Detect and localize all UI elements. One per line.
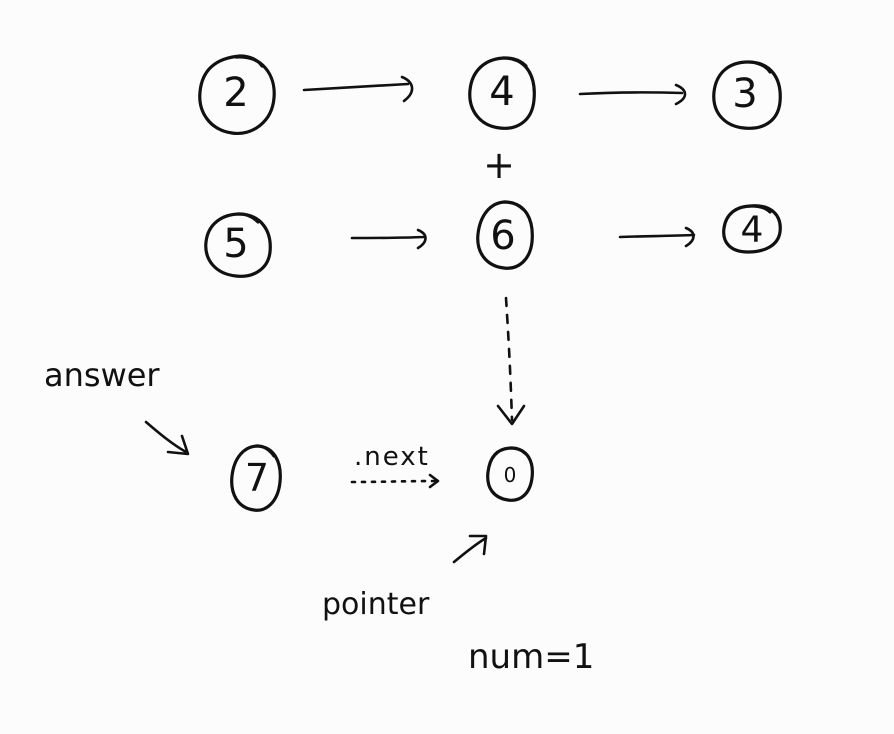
plus-operator: + [483,143,515,187]
list2-node-3-value: 4 [741,210,764,251]
list1-node-1-value: 2 [223,70,248,116]
answer-arrow [144,420,190,456]
list1-node-3-value: 3 [732,71,757,117]
list2-node-2: 6 [476,200,534,270]
list1-arrow-1 [302,75,414,103]
dashed-down-arrow [504,296,514,422]
next-label: .next [354,442,430,472]
result-node-2-value: 0 [504,463,517,487]
list1-node-2: 4 [468,56,536,130]
dashed-down-arrowhead [496,404,526,426]
list2-node-2-value: 6 [490,213,515,259]
result-node-1: 7 [230,444,282,512]
list2-node-3: 4 [722,204,782,254]
list2-node-1-value: 5 [223,221,248,267]
list2-arrow-1 [350,228,427,250]
answer-label: answer [44,356,160,394]
pointer-label: pointer [322,587,430,622]
result-node-1-value: 7 [245,456,269,500]
result-node-2: 0 [486,446,534,502]
list1-node-3: 3 [712,60,782,130]
next-dotted-arrow [350,479,438,484]
list1-node-2-value: 4 [489,69,514,115]
list2-arrow-2 [618,226,696,248]
list1-node-1: 2 [198,54,276,135]
list1-arrow-2 [578,83,687,106]
pointer-arrow [452,534,488,564]
next-dotted-arrowhead [428,473,440,489]
list2-node-1: 5 [204,212,272,278]
carry-text: num=1 [468,637,594,677]
